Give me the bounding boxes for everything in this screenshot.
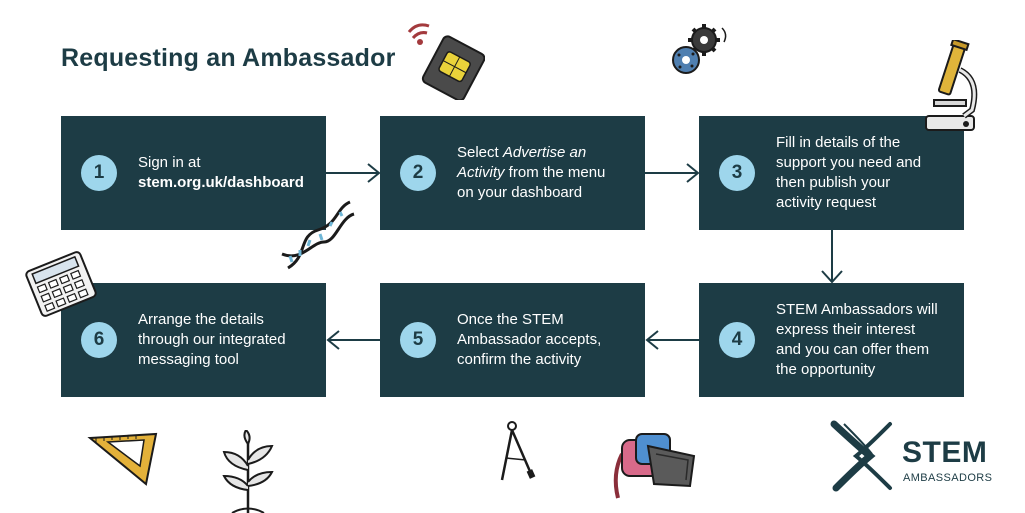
step-4-line: express their interest [776,321,916,338]
logo-main-text: STEM [902,436,988,469]
set-square-icon [87,432,158,486]
step-2-line-1: Select Advertise an [457,143,635,163]
stem-logo-icon [830,420,892,492]
plant-icon [222,430,274,513]
step-2-italic-2: Activity [457,164,505,181]
sim-card-icon [407,23,485,100]
step-1-number: 1 [81,155,117,191]
page-title: Requesting an Ambassador [61,44,396,72]
step-2-box: 2 Select Advertise an Activity from the … [380,116,645,230]
step-2-post: from the menu [504,164,606,181]
step-2-line-3: on your dashboard [457,184,583,201]
step-2-text: Select Advertise an Activity from the me… [457,116,635,230]
step-5-line: confirm the activity [457,351,582,368]
step-6-number: 6 [81,322,117,358]
logo-sub-text: AMBASSADORS [903,472,993,484]
step-3-box: 3 Fill in details of the support you nee… [699,116,964,230]
step-5-box: 5 Once the STEM Ambassador accepts, conf… [380,283,645,397]
step-4-line: STEM Ambassadors will [776,301,938,318]
vr-headset-icon [613,433,696,499]
step-5-text: Once the STEM Ambassador accepts, confir… [457,283,635,397]
step-6-box: 6 Arrange the details through our integr… [61,283,326,397]
step-2-italic-1: Advertise an [502,144,587,161]
gears-icon [672,24,727,74]
arrow-3-to-4 [821,230,843,284]
step-3-line: support you need and [776,154,922,171]
arrow-4-to-5 [645,330,700,350]
step-2-line-2: Activity from the menu [457,163,635,183]
step-2-number: 2 [400,155,436,191]
step-3-text: Fill in details of the support you need … [776,116,954,230]
dna-icon [281,200,355,270]
step-6-line: Arrange the details [138,311,264,328]
compass-icon [500,421,536,481]
step-1-line: Sign in at [138,154,201,171]
step-1-box: 1 Sign in at stem.org.uk/dashboard [61,116,326,230]
step-3-number: 3 [719,155,755,191]
microscope-icon [925,40,978,131]
arrow-1-to-2 [326,163,381,183]
step-6-text: Arrange the details through our integrat… [138,283,316,397]
step-5-line: Once the STEM [457,311,564,328]
step-1-url[interactable]: stem.org.uk/dashboard [138,174,304,191]
step-4-line: and you can offer them [776,341,930,358]
step-3-line: activity request [776,194,877,211]
step-4-text: STEM Ambassadors will express their inte… [776,283,954,397]
step-2-pre: Select [457,144,503,161]
step-4-line: the opportunity [776,361,876,378]
step-6-line: through our integrated [138,331,286,348]
step-4-number: 4 [719,322,755,358]
arrow-5-to-6 [326,330,381,350]
step-3-line: then publish your [776,174,891,191]
calculator-icon [25,251,97,317]
step-3-line: Fill in details of the [776,134,901,151]
step-5-line: Ambassador accepts, [457,331,602,348]
step-1-text: Sign in at stem.org.uk/dashboard [138,116,316,230]
step-6-line: messaging tool [138,351,239,368]
step-5-number: 5 [400,322,436,358]
arrow-2-to-3 [645,163,700,183]
step-4-box: 4 STEM Ambassadors will express their in… [699,283,964,397]
